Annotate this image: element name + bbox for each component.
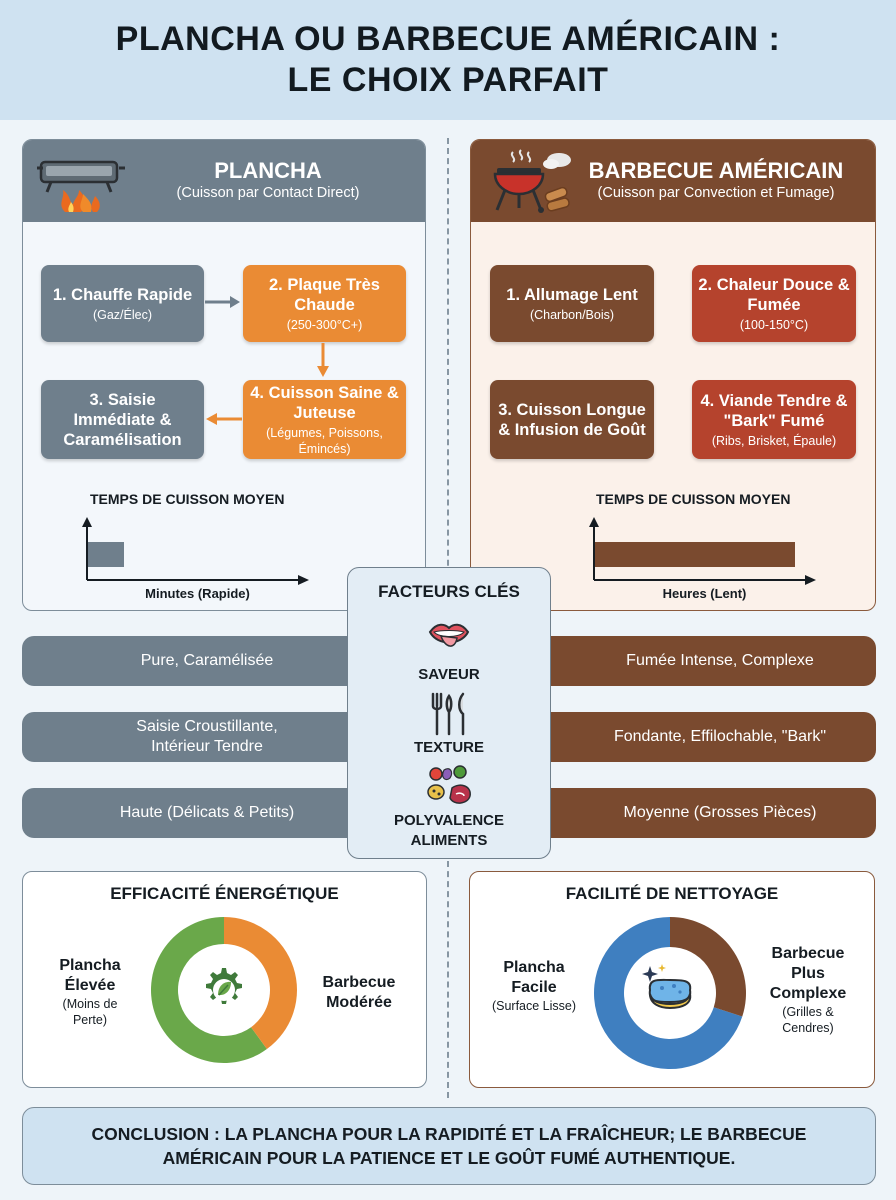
barbecue-step-2-detail: (100-150°C) bbox=[739, 317, 809, 332]
plancha-panel: PLANCHA (Cuisson par Contact Direct) bbox=[22, 139, 426, 611]
plancha-subtitle: (Cuisson par Contact Direct) bbox=[176, 185, 360, 201]
energy-right-label: Barbecue Modérée bbox=[309, 973, 409, 1013]
plancha-time-chart bbox=[82, 517, 309, 585]
cleaning-right-label: Barbecue Plus Complexe (Grilles & Cendre… bbox=[758, 944, 858, 1036]
plancha-step-2: 2. Plaque Très Chaude (250-300°C+) bbox=[243, 265, 406, 342]
barbecue-step-1-title: 1. Allumage Lent bbox=[506, 285, 638, 304]
utensils-icon bbox=[348, 692, 550, 736]
plancha-step-1-title: 1. Chauffe Rapide bbox=[52, 285, 193, 304]
energy-right-main: Barbecue Modérée bbox=[322, 974, 396, 1011]
saveur-barbecue-bar: Fumée Intense, Complexe bbox=[524, 636, 876, 686]
plancha-step-3: 3. Saisie Immédiate & Caramélisation bbox=[41, 380, 204, 459]
donut-slice-0 bbox=[594, 917, 743, 1069]
barbecue-step-3: 3. Cuisson Longue & Infusion de Goût bbox=[490, 380, 654, 459]
factor-polyvalence-label: POLYVALENCE ALIMENTS bbox=[348, 811, 550, 851]
energy-left-sub: (Moins de Perte) bbox=[62, 997, 118, 1027]
conclusion-text: CONCLUSION : LA PLANCHA POUR LA RAPIDITÉ… bbox=[91, 1124, 807, 1168]
cleaning-right-main: Barbecue Plus Complexe bbox=[769, 945, 847, 1002]
plancha-time-title: TEMPS DE CUISSON MOYEN bbox=[90, 491, 285, 507]
page-title: PLANCHA OU BARBECUE AMÉRICAIN : LE CHOIX… bbox=[116, 19, 781, 101]
plancha-step-2-title: 2. Plaque Très Chaude bbox=[269, 275, 380, 314]
saveur-plancha-bar: Pure, Caramélisée bbox=[22, 636, 372, 686]
plancha-header: PLANCHA (Cuisson par Contact Direct) bbox=[23, 140, 425, 222]
plancha-step-1: 1. Chauffe Rapide (Gaz/Élec) bbox=[41, 265, 204, 342]
plancha-step-4-title: 4. Cuisson Saine & Juteuse bbox=[250, 383, 399, 422]
plancha-time-bar bbox=[88, 542, 124, 567]
texture-plancha-text: Saisie Croustillante, Intérieur Tendre bbox=[136, 718, 278, 755]
sponge-icon bbox=[642, 964, 692, 1010]
donut-slice-1 bbox=[224, 917, 297, 1050]
barbecue-panel: BARBECUE AMÉRICAIN (Cuisson par Convecti… bbox=[470, 139, 876, 611]
barbecue-step-2-title: 2. Chaleur Douce & Fumée bbox=[698, 275, 850, 314]
plancha-step-2-detail: (250-300°C+) bbox=[286, 317, 363, 332]
plancha-grill-icon bbox=[37, 160, 125, 212]
cleaning-card: FACILITÉ DE NETTOYAGE Plancha Facile (Su… bbox=[469, 871, 875, 1088]
texture-barbecue-bar: Fondante, Effilochable, "Bark" bbox=[524, 712, 876, 762]
energy-left-label: Plancha Élevée (Moins de Perte) bbox=[45, 956, 135, 1028]
cleaning-donut-chart bbox=[594, 917, 746, 1069]
barbecue-time-axis-label: Heures (Lent) bbox=[662, 586, 747, 601]
plancha-title: PLANCHA bbox=[214, 158, 322, 183]
key-factors-box: FACTEURS CLÉS SAVEUR TEXTURE POLYVALENCE… bbox=[347, 567, 551, 859]
barbecue-step-1: 1. Allumage Lent (Charbon/Bois) bbox=[490, 265, 654, 342]
cleaning-title: FACILITÉ DE NETTOYAGE bbox=[565, 884, 779, 903]
conclusion-box: CONCLUSION : LA PLANCHA POUR LA RAPIDITÉ… bbox=[22, 1107, 876, 1185]
title-line-1: PLANCHA OU BARBECUE AMÉRICAIN : bbox=[115, 20, 781, 58]
energy-left-main: Plancha Élevée bbox=[59, 957, 121, 994]
plancha-time-axis-label: Minutes (Rapide) bbox=[145, 586, 250, 601]
polyvalence-barbecue-bar: Moyenne (Grosses Pièces) bbox=[524, 788, 876, 838]
cleaning-right-sub: (Grilles & Cendres) bbox=[782, 1005, 834, 1035]
donut-slice-0 bbox=[150, 917, 267, 1063]
barbecue-time-chart bbox=[589, 517, 816, 585]
key-factors-title: FACTEURS CLÉS bbox=[378, 582, 520, 601]
plancha-step-3-title: 3. Saisie Immédiate & Caramélisation bbox=[63, 390, 182, 449]
eco-gear-icon bbox=[206, 968, 242, 1004]
barbecue-header: BARBECUE AMÉRICAIN (Cuisson par Convecti… bbox=[471, 140, 875, 222]
barbecue-step-4-title: 4. Viande Tendre & "Bark" Fumé bbox=[700, 391, 848, 430]
energy-donut-chart bbox=[150, 917, 297, 1063]
cleaning-left-sub: (Surface Lisse) bbox=[491, 999, 577, 1013]
barbecue-step-3-title: 3. Cuisson Longue & Infusion de Goût bbox=[498, 400, 646, 439]
food-icon bbox=[348, 764, 550, 808]
mouth-icon bbox=[348, 618, 550, 658]
factor-texture-label: TEXTURE bbox=[413, 739, 484, 756]
texture-plancha-bar: Saisie Croustillante, Intérieur Tendre bbox=[22, 712, 372, 762]
barbecue-title: BARBECUE AMÉRICAIN bbox=[588, 158, 844, 183]
plancha-step-4: 4. Cuisson Saine & Juteuse (Légumes, Poi… bbox=[243, 380, 406, 459]
barbecue-subtitle: (Cuisson par Convection et Fumage) bbox=[597, 185, 835, 201]
polyvalence-plancha-bar: Haute (Délicats & Petits) bbox=[22, 788, 372, 838]
factor-saveur-label: SAVEUR bbox=[418, 666, 480, 683]
barbecue-step-4-detail: (Ribs, Brisket, Épaule) bbox=[711, 433, 837, 448]
cleaning-left-label: Plancha Facile (Surface Lisse) bbox=[482, 958, 586, 1014]
title-line-2: LE CHOIX PARFAIT bbox=[287, 61, 609, 99]
plancha-step-4-detail: (Légumes, Poissons, Émincés) bbox=[266, 425, 383, 456]
barbecue-step-1-detail: (Charbon/Bois) bbox=[529, 307, 615, 322]
barbecue-time-bar bbox=[595, 542, 795, 567]
title-banner: PLANCHA OU BARBECUE AMÉRICAIN : LE CHOIX… bbox=[0, 0, 896, 120]
donut-slice-1 bbox=[670, 917, 746, 1017]
barbecue-step-2: 2. Chaleur Douce & Fumée (100-150°C) bbox=[692, 265, 856, 342]
barbecue-step-4: 4. Viande Tendre & "Bark" Fumé (Ribs, Br… bbox=[692, 380, 856, 459]
energy-title: EFFICACITÉ ÉNERGÉTIQUE bbox=[110, 884, 339, 903]
cleaning-left-main: Plancha Facile bbox=[503, 959, 565, 996]
barbecue-kettle-icon bbox=[493, 149, 571, 213]
energy-card: EFFICACITÉ ÉNERGÉTIQUE Plancha Élevée (M… bbox=[22, 871, 427, 1088]
barbecue-time-title: TEMPS DE CUISSON MOYEN bbox=[596, 491, 791, 507]
factor-polyvalence-text: POLYVALENCE ALIMENTS bbox=[393, 812, 505, 849]
plancha-step-1-detail: (Gaz/Élec) bbox=[92, 307, 153, 322]
